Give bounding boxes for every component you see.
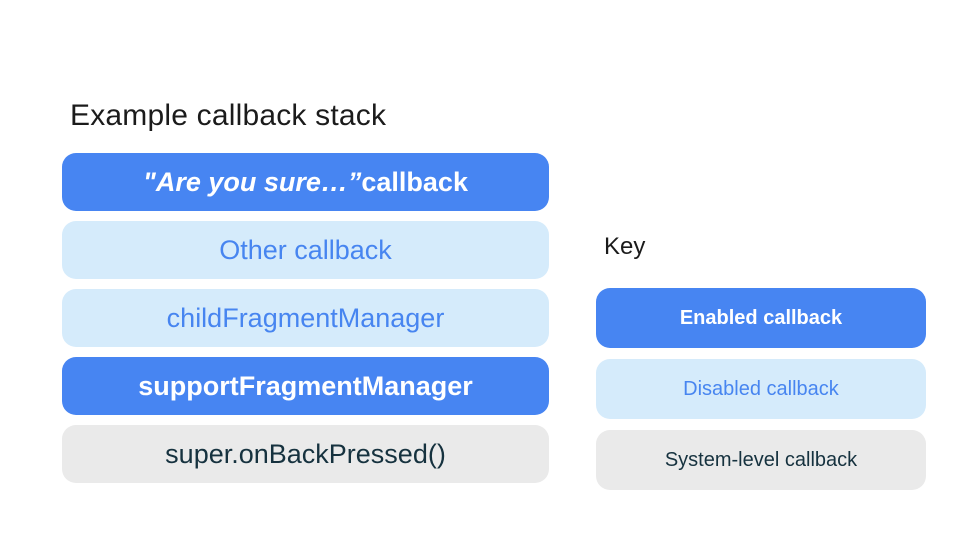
stack-box-super-on-back-pressed: super.onBackPressed() (62, 425, 549, 483)
stack-box-label: super.onBackPressed() (165, 438, 446, 469)
stack-box-label: Other callback (219, 234, 392, 265)
diagram-title: Example callback stack (70, 99, 387, 132)
key-item-enabled-callback: Enabled callback (596, 288, 926, 348)
stack-box-other-callback: Other callback (62, 221, 549, 279)
stack-box-label: supportFragmentManager (138, 370, 473, 401)
stack-box-label-rest: callback (361, 166, 468, 197)
key-item-label: System-level callback (664, 448, 858, 471)
stack-box-label: childFragmentManager (166, 302, 445, 333)
stack-box-label-quoted: "Are you sure…” (143, 166, 362, 197)
key-item-label: Enabled callback (679, 306, 843, 329)
key-legend: Key Enabled callback Disabled callback S… (596, 233, 926, 501)
stack-box-child-fragment-manager: childFragmentManager (62, 289, 549, 347)
key-item-disabled-callback: Disabled callback (596, 359, 926, 419)
key-item-label: Disabled callback (683, 377, 839, 400)
stack-box-are-you-sure-callback: "Are you sure…” callback (62, 153, 549, 211)
callback-stack: "Are you sure…” callback Other callback … (62, 153, 549, 483)
key-heading: Key (604, 233, 646, 260)
key-item-system-level-callback: System-level callback (596, 430, 926, 490)
stack-box-support-fragment-manager: supportFragmentManager (62, 357, 549, 415)
